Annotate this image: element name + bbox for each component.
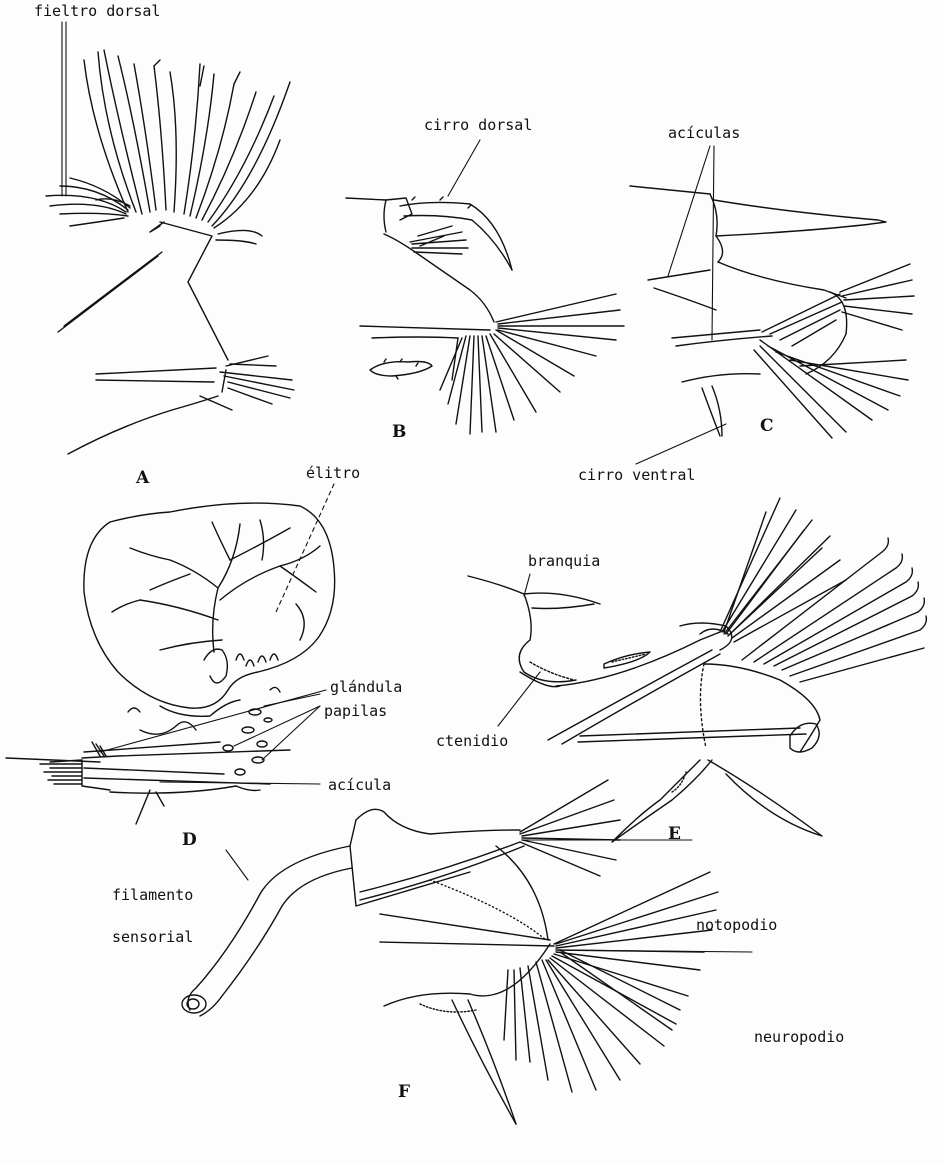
panel-b-drawing: [346, 197, 624, 434]
panel-letter-b: B: [392, 424, 406, 441]
panel-a-drawing: [46, 50, 294, 454]
panel-letter-c: C: [760, 418, 774, 435]
panel-d-elytron-veins: [112, 520, 320, 652]
label-glandula: glándula: [330, 680, 402, 695]
label-cirro-dorsal: cirro dorsal: [424, 118, 532, 133]
panel-letter-f: F: [398, 1084, 410, 1101]
leader-papilas-3: [262, 706, 320, 760]
label-papilas: papilas: [324, 704, 387, 719]
panel-d-papillae: [223, 709, 272, 775]
panel-letter-e: E: [668, 826, 681, 843]
label-fieltro-dorsal: fieltro dorsal: [34, 4, 160, 19]
label-sensorial: sensorial: [112, 930, 193, 945]
panel-c-drawing: [630, 186, 914, 438]
leader-aciculas-2: [712, 146, 714, 340]
panel-d-drawing: [6, 503, 335, 824]
label-ctenidio: ctenidio: [436, 734, 508, 749]
label-leader-lines: [62, 22, 752, 952]
leader-elitro: [276, 484, 334, 612]
panel-letter-a: A: [136, 470, 149, 487]
label-acicula: acícula: [328, 778, 391, 793]
label-elitro: élitro: [306, 466, 360, 481]
leader-aciculas-1: [668, 146, 710, 276]
label-aciculas: acículas: [668, 126, 740, 141]
leader-cirro-ventral: [636, 424, 726, 464]
leader-papilas-1: [264, 694, 320, 706]
panel-f-drawing: [182, 780, 718, 1124]
label-notopodio: notopodio: [696, 918, 777, 933]
label-neuropodio: neuropodio: [754, 1030, 844, 1045]
leader-filamento-sensorial: [226, 850, 248, 880]
leader-cirro-dorsal: [448, 140, 480, 196]
leader-ctenidio: [498, 672, 540, 726]
label-cirro-ventral: cirro ventral: [578, 468, 695, 483]
label-filamento: filamento: [112, 888, 193, 903]
leader-branquia: [524, 574, 530, 596]
panel-e-drawing: [468, 498, 926, 842]
label-branquia: branquia: [528, 554, 600, 569]
panel-letter-d: D: [182, 832, 197, 849]
